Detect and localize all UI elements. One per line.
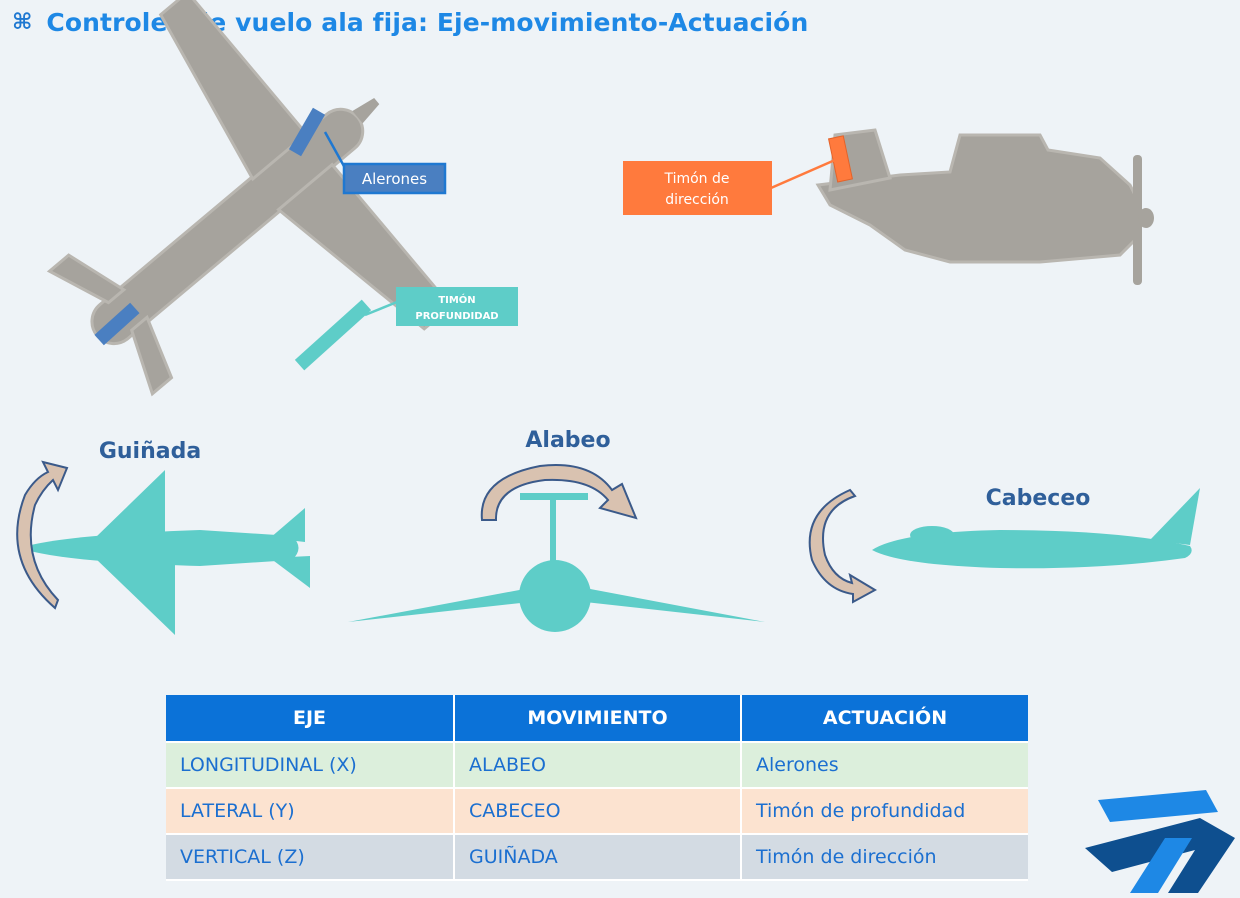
table-cell: ALABEO	[454, 742, 742, 789]
aileron-bottom	[94, 302, 140, 346]
table-row: VERTICAL (Z) GUIÑADA Timón de dirección	[166, 834, 1028, 881]
table-header-row: EJE MOVIMIENTO ACTUACIÓN	[166, 695, 1028, 743]
roll-airplane	[348, 493, 765, 632]
table-cell: LONGITUDINAL (X)	[166, 742, 455, 789]
timon-direccion-leader	[770, 158, 836, 190]
timon-profundidad-label-line2: PROFUNDIDAD	[415, 311, 498, 322]
timon-profundidad-label-line1: TIMÓN	[438, 293, 475, 306]
airplane-top-view	[46, 0, 454, 397]
table-cell: VERTICAL (Z)	[166, 834, 455, 881]
alabeo-label: Alabeo	[525, 428, 610, 453]
header-eje: EJE	[166, 695, 455, 743]
timon-profundidad-leader	[364, 300, 398, 317]
timon-direccion-label-line1: Timón de	[663, 171, 729, 187]
elevator-highlight	[294, 299, 372, 371]
header-movimiento: MOVIMIENTO	[454, 695, 742, 743]
table-cell: Timón de profundidad	[741, 788, 1028, 835]
brand-logo	[1085, 790, 1235, 893]
propeller	[1133, 155, 1142, 285]
airplane-side-view	[815, 128, 1154, 285]
yaw-airplane	[20, 470, 310, 635]
table-row: LONGITUDINAL (X) ALABEO Alerones	[166, 742, 1028, 789]
command-icon: ⌘	[12, 9, 33, 35]
table-cell: Timón de dirección	[741, 834, 1028, 881]
table-row: LATERAL (Y) CABECEO Timón de profundidad	[166, 788, 1028, 835]
alerones-leader	[323, 131, 347, 169]
aileron-top	[288, 107, 326, 157]
roll-arrow	[480, 464, 638, 521]
yaw-arrow	[16, 460, 69, 610]
timon-direccion-callout-box	[623, 161, 772, 215]
table-cell: LATERAL (Y)	[166, 788, 455, 835]
header-actuacion: ACTUACIÓN	[741, 695, 1028, 743]
alerones-callout-box	[342, 162, 447, 195]
cabeceo-label: Cabeceo	[986, 486, 1091, 511]
alerones-callout-label: Alerones	[362, 170, 427, 188]
pitch-airplane	[872, 488, 1200, 569]
axes-table: EJE MOVIMIENTO ACTUACIÓN LONGITUDINAL (X…	[166, 695, 1028, 881]
table-cell: CABECEO	[454, 788, 742, 835]
pitch-arrow	[808, 488, 878, 604]
timon-profundidad-callout-box	[396, 287, 518, 326]
guinada-label: Guiñada	[99, 439, 201, 464]
table-cell: GUIÑADA	[454, 834, 742, 881]
table-cell: Alerones	[741, 742, 1028, 789]
timon-direccion-label-line2: dirección	[665, 192, 729, 208]
